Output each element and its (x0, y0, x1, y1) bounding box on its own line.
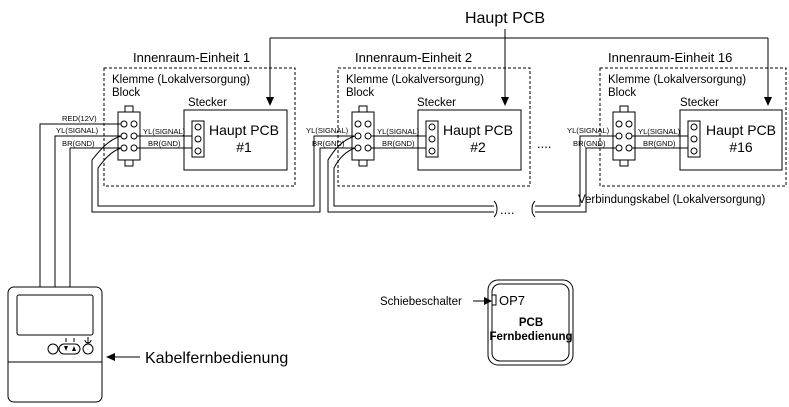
unit-1-br-label: BR(GND) (148, 139, 181, 148)
unit-2-main-pcb (417, 109, 522, 171)
wired-remote-controller (7, 286, 103, 403)
connection-cables (91, 135, 616, 218)
indoor-unit-1: Innenraum-Einheit 1 Klemme (Lokalversorg… (103, 50, 296, 187)
unit-1-terminal-label-2: Block (112, 87, 140, 99)
yl-wire-label: YL(SIGNAL) (56, 126, 99, 135)
pcb-bus-lines (269, 29, 769, 102)
cable-ellipsis: .... (500, 202, 514, 217)
unit-1-main-pcb (183, 109, 288, 171)
unit-1-connector-label: Stecker (188, 97, 227, 109)
unit-16-yl-label: YL(SIGNAL) (638, 127, 681, 136)
unit-2-in-yl-label: YL(SIGNAL) (306, 126, 349, 135)
remote-label: Kabelfernbedienung (145, 350, 288, 367)
unit-2-connector-label: Stecker (417, 97, 456, 109)
unit-2-terminal-label: Klemme (Lokalversorgung) (346, 74, 484, 86)
pcb-remote: OP7 PCB Fernbedienung (487, 279, 574, 366)
pcb-remote-title: PCB (519, 317, 543, 329)
unit-16-boundary (599, 67, 787, 187)
indoor-unit-16: Innenraum-Einheit 16 Klemme (Lokalversor… (567, 50, 787, 187)
remote-wires (39, 123, 121, 287)
unit-16-in-br-label: BR(GND) (573, 139, 606, 148)
arrow-to-pcb-2 (501, 97, 509, 106)
unit-2-yl-label: YL(SIGNAL) (377, 127, 420, 136)
br-wire-label: BR(GND) (62, 139, 95, 148)
unit-16-title: Innenraum-Einheit 16 (608, 50, 732, 65)
unit-1-yl-label: YL(SIGNAL) (143, 127, 186, 136)
unit-1-pcb-number: #1 (236, 139, 252, 155)
unit-1-terminal-block (117, 105, 141, 167)
unit-1-terminal-label: Klemme (Lokalversorgung) (112, 74, 250, 86)
unit-1-connector (191, 120, 205, 158)
op7-label: OP7 (499, 293, 525, 308)
unit-16-pcb-number: #16 (729, 139, 753, 155)
unit-1-pcb-label: Haupt PCB (209, 122, 279, 138)
arrow-to-pcb-16 (764, 97, 772, 106)
unit-16-terminal-block (612, 105, 636, 167)
unit-16-main-pcb (679, 109, 783, 171)
unit-2-terminal-block (351, 105, 375, 167)
unit-1-title: Innenraum-Einheit 1 (133, 50, 250, 65)
connection-cable-label: Verbindungskabel (Lokalversorgung) (578, 194, 765, 206)
haupt-pcb-top-label: Haupt PCB (465, 10, 545, 27)
red-wire-label: RED(12V) (62, 114, 97, 123)
unit-16-in-yl-label: YL(SIGNAL) (567, 126, 610, 135)
arrow-to-pcb-1 (266, 97, 274, 106)
unit-16-terminal-label: Klemme (Lokalversorgung) (608, 74, 746, 86)
unit-1-boundary (103, 67, 296, 187)
pcb-remote-subtitle: Fernbedienung (489, 331, 572, 343)
unit-16-br-label: BR(GND) (643, 139, 676, 148)
units-ellipsis: .... (537, 136, 551, 151)
unit-2-title: Innenraum-Einheit 2 (355, 50, 472, 65)
unit-16-pcb-label: Haupt PCB (706, 122, 776, 138)
unit-16-connector (687, 120, 701, 158)
unit-16-connector-label: Stecker (680, 97, 719, 109)
slide-switch-label: Schiebeschalter (380, 296, 462, 308)
unit-2-pcb-number: #2 (470, 139, 486, 155)
indoor-unit-2: Innenraum-Einheit 2 Klemme (Lokalversorg… (306, 50, 531, 187)
unit-2-br-label: BR(GND) (382, 139, 415, 148)
unit-2-in-br-label: BR(GND) (312, 139, 345, 148)
unit-16-terminal-label-2: Block (608, 87, 636, 99)
power-icon (84, 337, 92, 344)
unit-2-boundary (337, 67, 531, 187)
unit-2-connector (425, 120, 439, 158)
unit-2-pcb-label: Haupt PCB (443, 122, 513, 138)
unit-2-terminal-label-2: Block (346, 87, 374, 99)
